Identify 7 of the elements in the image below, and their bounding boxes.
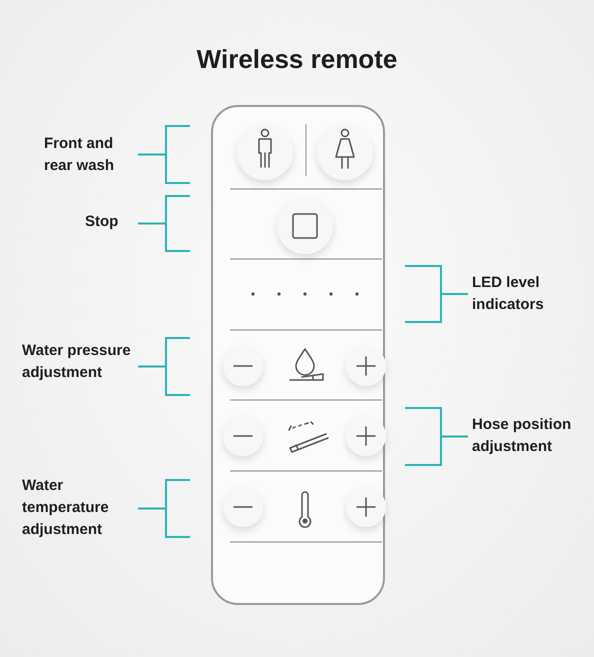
- callout-label: LED level indicators: [472, 273, 545, 315]
- callout-label: Water pressure adjustment: [22, 341, 132, 383]
- diagram-title: Wireless remote: [196, 44, 398, 75]
- callout-label: Stop: [85, 212, 120, 232]
- callout-label: Water temperature adjustment: [22, 476, 110, 540]
- callout-label: Front and rear wash: [44, 134, 116, 176]
- callout-label: Hose position adjustment: [472, 415, 572, 457]
